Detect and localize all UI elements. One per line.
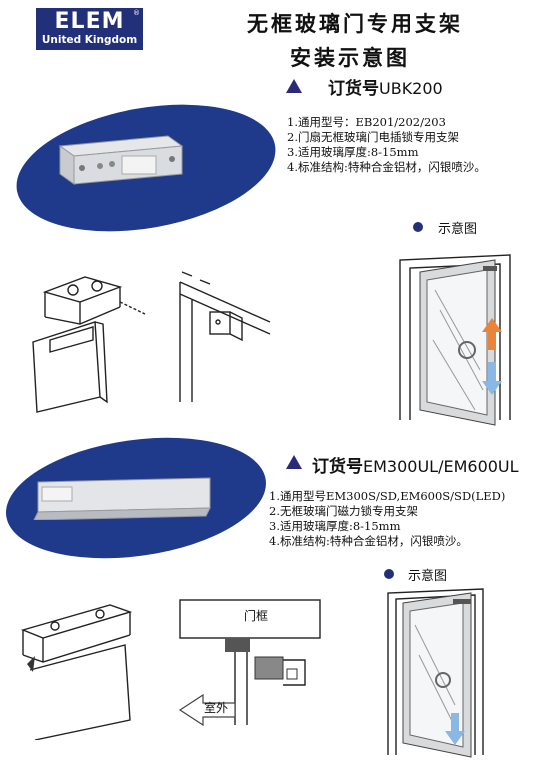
spec-item: 2.无框玻璃门磁力锁专用支架 bbox=[269, 504, 418, 518]
registered-mark: ® bbox=[133, 9, 140, 17]
product1-frame-sketch bbox=[179, 271, 271, 402]
product1-diagram-label: 示意图 bbox=[438, 222, 478, 237]
dot-bullet-icon bbox=[384, 569, 394, 579]
triangle-bullet-icon bbox=[286, 455, 302, 469]
spec-item: 4.标准结构:特种合金铝材，闪银喷沙。 bbox=[269, 534, 468, 548]
spec-item: 3.适用玻璃厚度:8-15mm bbox=[269, 519, 401, 533]
product2-install-sketch bbox=[20, 604, 133, 740]
product2-order-prefix: 订货号 bbox=[312, 457, 363, 477]
triangle-bullet-icon bbox=[286, 79, 302, 93]
product1-order-prefix: 订货号 bbox=[328, 79, 379, 99]
product2-order: 订货号EM300UL/EM600UL bbox=[312, 452, 519, 477]
spec-item: 3.适用玻璃厚度:8-15mm bbox=[287, 145, 419, 159]
door-frame-label: 门框 bbox=[244, 609, 269, 623]
product1-order-code: UBK200 bbox=[379, 79, 443, 98]
product2-diagram-label: 示意图 bbox=[408, 569, 448, 584]
product2-door-diagram bbox=[387, 588, 484, 758]
product2-bracket-image bbox=[33, 477, 211, 520]
product1-specs: 1.通用型号：EB201/202/203 2.门扇无框玻璃门电插锁专用支架 3.… bbox=[287, 115, 486, 175]
brand-logo: ® ELEM United Kingdom bbox=[36, 8, 143, 50]
product1-order: 订货号UBK200 bbox=[328, 74, 443, 99]
page-subtitle: 安装示意图 bbox=[290, 46, 410, 70]
spec-item: 4.标准结构:特种合金铝材，闪银喷沙。 bbox=[287, 160, 486, 174]
product1-bracket-image bbox=[58, 135, 184, 185]
product2-frame-diagram bbox=[178, 599, 321, 727]
product2-specs: 1.通用型号EM300S/SD,EM600S/SD(LED) 2.无框玻璃门磁力… bbox=[269, 489, 505, 549]
page-title: 无框玻璃门专用支架 bbox=[247, 12, 463, 36]
brand-name: ELEM bbox=[54, 9, 125, 34]
dot-bullet-icon bbox=[413, 222, 423, 232]
outdoor-label: 室外 bbox=[204, 701, 229, 715]
spec-item: 2.门扇无框玻璃门电插锁专用支架 bbox=[287, 130, 459, 144]
spec-item: 1.通用型号：EB201/202/203 bbox=[287, 115, 446, 129]
brand-sub: United Kingdom bbox=[41, 34, 138, 46]
product1-door-diagram bbox=[399, 254, 511, 426]
product1-install-sketch bbox=[32, 276, 146, 413]
product2-order-code: EM300UL/EM600UL bbox=[363, 457, 519, 476]
spec-item: 1.通用型号EM300S/SD,EM600S/SD(LED) bbox=[269, 489, 506, 503]
